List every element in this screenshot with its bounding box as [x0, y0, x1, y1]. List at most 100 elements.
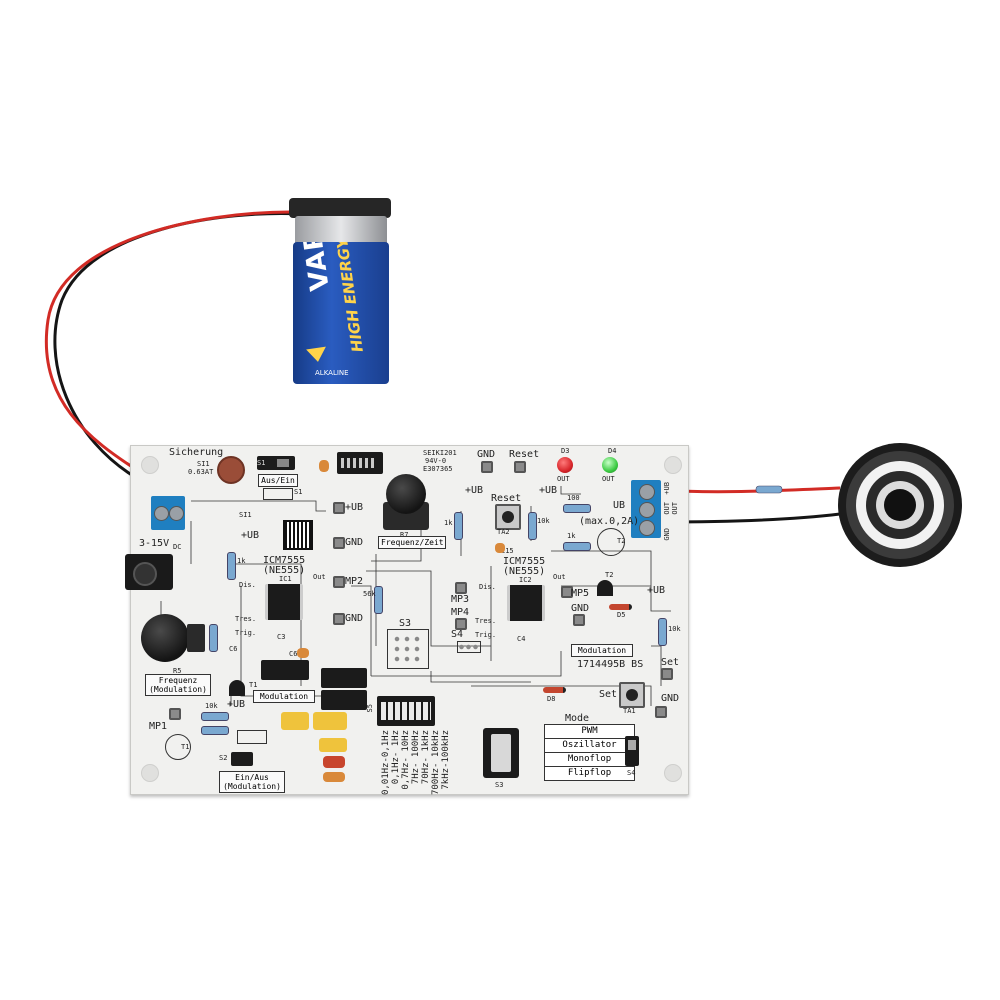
battery-type: ALKALINE: [315, 369, 349, 377]
reset-label: Reset: [491, 493, 522, 504]
set-pad: [661, 668, 673, 680]
mp2-label: MP2: [345, 576, 364, 587]
resistor: [563, 542, 591, 551]
diode-d5: [609, 604, 632, 610]
mp5-pad: [561, 586, 573, 598]
si1-label: SI1: [239, 511, 252, 519]
terminal-label: +UB: [663, 482, 671, 495]
transistor-t2: [597, 528, 625, 556]
ic2-out: Out: [553, 573, 566, 581]
ic1-trig: Trig.: [235, 629, 257, 637]
t1-label: T1: [249, 681, 258, 689]
ic1-dis: Dis.: [239, 581, 256, 589]
reset-button-ta2[interactable]: [495, 504, 521, 530]
range-label: 700Hz- 10kHz: [431, 730, 441, 796]
switch-s4[interactable]: [625, 736, 639, 766]
cert-1: SEIKI201: [423, 449, 457, 457]
ic2-name: ICM7555: [503, 556, 546, 567]
jumper-s2: [237, 730, 267, 744]
header-top: [337, 452, 383, 474]
t2-label-2: T2: [605, 571, 614, 579]
range-label: 7Hz- 100Hz: [411, 730, 421, 785]
set-button-label: Set: [599, 689, 618, 700]
range-label: 70Hz- 1kHz: [421, 730, 431, 785]
fuse-rating: 0.63AT: [188, 468, 214, 476]
r5-id: R5: [173, 667, 182, 675]
jumper-s4[interactable]: [457, 641, 481, 653]
gnd-label: GND: [345, 537, 364, 548]
output-terminal-block[interactable]: [631, 480, 661, 538]
ta2-label: TA2: [497, 528, 510, 536]
s1-id: S1: [294, 488, 303, 496]
mode-switch-s3[interactable]: [483, 728, 519, 778]
resistor: [454, 512, 463, 540]
potentiometer-r7[interactable]: [383, 474, 429, 532]
led-d3-red: [557, 457, 573, 473]
led-d4-green: [602, 457, 618, 473]
potentiometer-r5[interactable]: [141, 614, 207, 668]
mounting-hole: [141, 764, 159, 782]
resistor: [201, 726, 229, 735]
power-input-dc: DC: [173, 543, 182, 551]
transistor-t1-body: [229, 680, 245, 696]
mp4-pad: [455, 618, 467, 630]
d4-out-label: OUT: [602, 475, 615, 483]
set-button-ta1[interactable]: [619, 682, 645, 708]
resistor-10k-label: 10k: [537, 517, 550, 525]
jumper-block-s3[interactable]: [387, 629, 429, 669]
dip-switch-s5[interactable]: [377, 696, 435, 726]
gnd-top-pad: [481, 461, 493, 473]
ub-plus-label-6: +UB: [227, 699, 246, 710]
terminal-label: OUT: [671, 502, 679, 515]
power-terminal-block[interactable]: [151, 496, 185, 530]
ic2-id: IC2: [519, 576, 532, 584]
ic1-name: ICM7555: [263, 555, 306, 566]
varta-logo-icon: [306, 346, 328, 364]
s2-function-label: Ein/Aus (Modulation): [219, 771, 285, 793]
d5-label: D5: [617, 611, 626, 619]
set-label: Set: [661, 657, 680, 668]
resistor-1k-label: 1k: [237, 557, 246, 565]
mode-option-flipflop: Flipflop: [544, 766, 635, 781]
t1-label-2: T1: [181, 743, 190, 751]
resistor: [209, 624, 218, 652]
s1-pad: [263, 488, 293, 500]
c6-label-2: C6: [289, 650, 298, 658]
d8-label: D8: [547, 695, 556, 703]
ic2-trig: Trig.: [475, 631, 497, 639]
ub-plus-label-3: +UB: [465, 485, 484, 496]
power-switch-s1[interactable]: [257, 456, 295, 470]
c15-label: C15: [501, 547, 514, 555]
capacitor: [319, 460, 329, 472]
header-block: [321, 668, 367, 688]
s3-label: S3: [495, 781, 504, 789]
transistor-t2-body: [597, 580, 613, 596]
resistor-100: [563, 504, 591, 513]
mp4-label: MP4: [451, 607, 470, 618]
ic1-id: IC1: [279, 575, 292, 583]
cert-2: 94V-0: [425, 457, 447, 465]
gnd-label-2: GND: [345, 613, 364, 624]
ub-label: UB: [613, 500, 626, 511]
output-max-current: (max.0,2A): [579, 516, 640, 527]
resistor-1k-label: 1k: [567, 532, 576, 540]
mounting-hole: [664, 764, 682, 782]
range-label: 0,1Hz- 1Hz: [391, 730, 401, 785]
ic2-alt: (NE555): [503, 566, 546, 577]
gnd-label-3: GND: [571, 603, 590, 614]
s2-function-line-1: Ein/Aus: [235, 773, 269, 782]
dc-jack[interactable]: [125, 554, 173, 590]
c3-label: C3: [277, 633, 286, 641]
mp3-pad: [455, 582, 467, 594]
ic2-chip: [507, 585, 545, 621]
transistor-t1-symbol: [165, 734, 191, 760]
s5-label: S5: [366, 704, 374, 713]
mp5-label: MP5: [571, 588, 590, 599]
speaker-resistor: [755, 485, 783, 494]
resistor: [227, 552, 236, 580]
header-block: [261, 660, 309, 680]
ub-plus-label-5: +UB: [647, 585, 666, 596]
switch-s2[interactable]: [231, 752, 253, 766]
resistor-10k-label: 10k: [668, 625, 681, 633]
pcb-board: Sicherung SI1 0.63AT S1 Aus/Ein S1 SI1 S…: [125, 445, 689, 796]
